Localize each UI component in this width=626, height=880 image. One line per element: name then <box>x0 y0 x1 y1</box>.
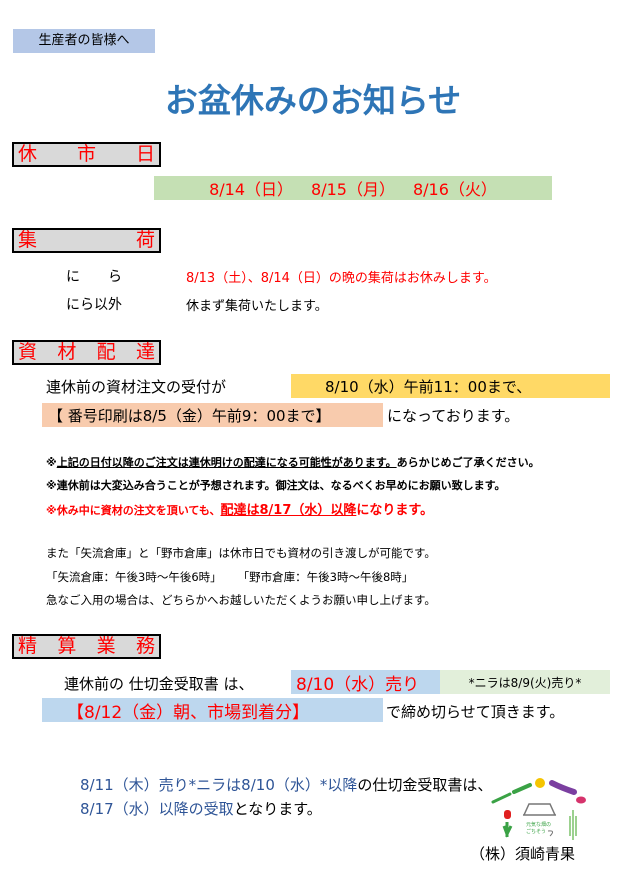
line4-blue: 8/17（水）以降の受取 <box>80 800 234 818</box>
closed-date: 8/15（月） <box>311 180 395 199</box>
print-deadline-highlight: 【 番号印刷は8/5（金）午前9：00まで】 <box>42 403 383 427</box>
closed-date: 8/14（日） <box>209 180 294 199</box>
settlement-line3: 8/11（木）売り*ニラは8/10（水）*以降の仕切金受取書は、 <box>80 774 492 795</box>
collection-label-nira: に ら <box>66 269 122 285</box>
heading-char: 集 <box>18 229 38 251</box>
heading-char: 休 <box>18 143 38 165</box>
cutoff-highlight: 【8/12（金）朝、市場到着分】 <box>42 698 383 723</box>
company-name: （株）須崎青果 <box>470 845 576 863</box>
heading-char: 資 <box>18 341 38 363</box>
settlement-line1-prefix: 連休前の 仕切金受取書 は、 <box>64 675 254 693</box>
note-1-underlined: 上記の日付以降のご注文は連休明けの配達になる可能性があります。 <box>56 456 397 469</box>
line3-blue: 8/11（木）売り*ニラは8/10（水）*以降 <box>80 776 358 794</box>
nira-note-highlight: *ニラは8/9(火)売り* <box>440 670 610 694</box>
heading-char: 荷 <box>135 229 155 251</box>
closed-dates-bar: 8/14（日） 8/15（月） 8/16（火） <box>154 176 552 200</box>
print-deadline-text: 【 番号印刷は8/5（金）午前9：00まで】 <box>48 406 331 425</box>
line4-black: となります。 <box>233 800 322 818</box>
heading-char: 精 <box>18 635 38 657</box>
note-3-underlined: 配達は8/17（水）以降 <box>220 503 357 518</box>
logo-text-1: 元気な畑の <box>526 821 551 828</box>
materials-deadline-highlight: 8/10（水）午前11：00まで、 <box>291 374 610 398</box>
page-title: お盆休みのお知らせ <box>164 81 462 120</box>
nira-note-text: *ニラは8/9(火)売り* <box>468 675 582 690</box>
heading-char: 配 <box>96 341 116 363</box>
collection-text-other: 休まず集荷いたします。 <box>186 299 328 314</box>
section-heading-materials: 資 材 配 達 <box>12 340 161 365</box>
section-heading-collection: 集 荷 <box>12 228 161 253</box>
settlement-line4: 8/17（水）以降の受取となります。 <box>80 798 322 819</box>
note-1-tail: あらかじめご了承ください。 <box>396 456 540 469</box>
collection-text-nira: 8/13（土）、8/14（日）の晩の集荷はお休みします。 <box>186 271 497 286</box>
heading-char: 算 <box>57 635 77 657</box>
yanagare-hours: 「矢流倉庫：午後3時～午後6時」 <box>46 570 222 584</box>
section-heading-settlement: 精 算 業 務 <box>12 634 161 659</box>
note-3-prefix: ※休み中に資材の注文を頂いても、 <box>46 504 221 517</box>
heading-char: 業 <box>96 635 116 657</box>
note-3-suffix: になります。 <box>356 503 434 518</box>
note-mark: ※ <box>46 456 57 469</box>
company-logo: 元気な畑の ごちそう <box>491 778 586 840</box>
warehouse-para-3: 急なご入用の場合は、どちらかへお越しいただくようお願い申し上げます。 <box>46 593 436 607</box>
heading-char: 材 <box>57 341 77 363</box>
deadline-text: 8/10（水）午前11：00まで、 <box>325 377 532 396</box>
heading-char: 務 <box>135 635 155 657</box>
cutoff-text: 【8/12（金）朝、市場到着分】 <box>67 702 310 723</box>
section-heading-closed-days: 休 市 日 <box>12 142 161 167</box>
heading-char: 日 <box>135 143 155 165</box>
sale-date-text: 8/10（水）売り <box>296 674 420 695</box>
warehouse-hours: 「矢流倉庫：午後3時～午後6時」 「野市倉庫：午後3時～午後8時」 <box>46 569 413 585</box>
materials-line1-prefix: 連休前の資材注文の受付が <box>46 378 227 396</box>
settlement-sale-date-highlight: 8/10（水）売り <box>291 670 440 695</box>
materials-line2-suffix: になっております。 <box>387 407 520 425</box>
warehouse-para-1: また「矢流倉庫」と「野市倉庫」は休市日でも資材の引き渡しが可能です。 <box>46 546 436 560</box>
note-3: ※休み中に資材の注文を頂いても、配達は8/17（水）以降になります。 <box>46 499 433 518</box>
heading-char: 市 <box>76 143 96 165</box>
recipient-label: 生産者の皆様へ <box>13 29 155 53</box>
logo-text-2: ごちそう <box>526 828 546 835</box>
note-2: ※連休前は大変込み合うことが予想されます。御注文は、なるべくお早めにお願い致しま… <box>46 479 506 492</box>
note-1: ※上記の日付以降のご注文は連休明けの配達になる可能性があります。あらかじめご了承… <box>46 454 540 470</box>
heading-char: 達 <box>135 341 155 363</box>
closed-date: 8/16（火） <box>412 180 497 199</box>
line3-black: の仕切金受取書は、 <box>357 776 493 794</box>
settlement-line2-suffix: で締め切らせて頂きます。 <box>386 703 565 721</box>
noichi-hours: 「野市倉庫：午後3時～午後8時」 <box>237 570 414 584</box>
collection-label-other: にら以外 <box>66 297 122 313</box>
